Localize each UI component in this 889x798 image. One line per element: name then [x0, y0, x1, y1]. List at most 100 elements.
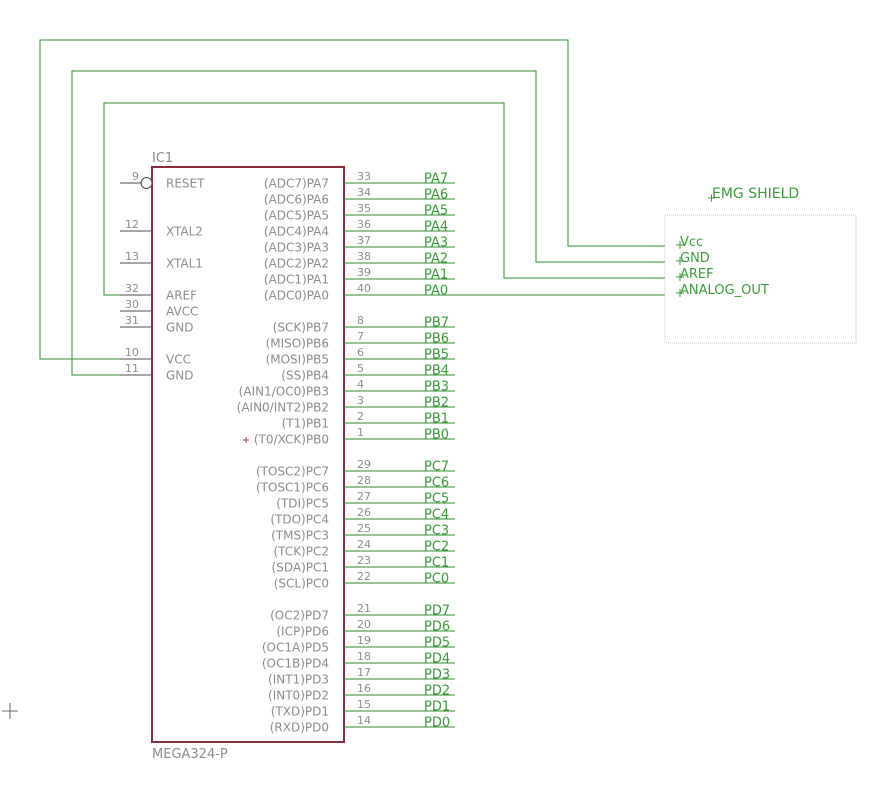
- net-label-pa0[interactable]: PA0: [424, 284, 448, 299]
- net-label-pc5[interactable]: PC5: [424, 492, 449, 507]
- net-label-pd4[interactable]: PD4: [424, 652, 450, 667]
- net-label-pc0[interactable]: PC0: [424, 572, 449, 587]
- wire-gnd[interactable]: [71, 70, 665, 376]
- ic-pin-number: 37: [357, 234, 371, 247]
- net-label-pb7[interactable]: PB7: [424, 316, 449, 331]
- shield-pin-aref-label[interactable]: AREF: [680, 267, 714, 282]
- ic-pin-number: 40: [357, 282, 371, 295]
- net-label-pa2[interactable]: PA2: [424, 252, 448, 267]
- ic-value-label: MEGA324-P: [152, 747, 228, 762]
- net-label-pb5[interactable]: PB5: [424, 348, 449, 363]
- origin-cross-icon: [243, 437, 249, 443]
- wire-aref[interactable]: [103, 102, 665, 296]
- ic-pin-name: (ADC7)PA7: [264, 177, 329, 191]
- shield-pin-analog-out-label[interactable]: ANALOG_OUT: [680, 283, 769, 298]
- ic-pin-number: 5: [357, 362, 364, 375]
- ic-pin-name: GND: [166, 369, 194, 383]
- ic-pin-name: (MISO)PB6: [266, 337, 329, 351]
- ic-pin-number: 17: [357, 666, 371, 679]
- ic-name-label: IC1: [152, 151, 173, 166]
- ic-pin-number: 30: [125, 298, 139, 311]
- net-label-pc1[interactable]: PC1: [424, 556, 449, 571]
- ic-pin-name: (MOSI)PB5: [266, 353, 329, 367]
- shield-pin-gnd-label[interactable]: GND: [680, 251, 710, 266]
- net-label-pd3[interactable]: PD3: [424, 668, 450, 683]
- net-label-pa5[interactable]: PA5: [424, 204, 448, 219]
- ic-pin-number: 29: [357, 458, 371, 471]
- ic-pin-number: 2: [357, 410, 364, 423]
- ic-pin-name: (TOSC2)PC7: [256, 465, 329, 479]
- ic-pin-number: 13: [125, 250, 139, 263]
- ic-pin-number: 33: [357, 170, 371, 183]
- net-label-pb2[interactable]: PB2: [424, 396, 449, 411]
- misc-markers: [2, 437, 249, 719]
- net-label-pa7[interactable]: PA7: [424, 172, 448, 187]
- ic-pin-number: 3: [357, 394, 364, 407]
- ic-body[interactable]: [151, 166, 345, 743]
- net-label-pa4[interactable]: PA4: [424, 220, 448, 235]
- shield-pin-vcc-label[interactable]: Vcc: [680, 235, 703, 250]
- net-label-pb6[interactable]: PB6: [424, 332, 449, 347]
- net-label-pd5[interactable]: PD5: [424, 636, 450, 651]
- ic-pin-number: 20: [357, 618, 371, 631]
- ic-pin-number: 24: [357, 538, 371, 551]
- ic-pin-number: 7: [357, 330, 364, 343]
- net-label-pc6[interactable]: PC6: [424, 476, 449, 491]
- ic-pin-number: 16: [357, 682, 371, 695]
- ic-pin-name: (ICP)PD6: [276, 625, 329, 639]
- net-label-pd6[interactable]: PD6: [424, 620, 450, 635]
- net-label-pb4[interactable]: PB4: [424, 364, 449, 379]
- net-label-pd0[interactable]: PD0: [424, 716, 450, 731]
- ic-pin-name: (INT1)PD3: [268, 673, 329, 687]
- ic-pin-number: 9: [132, 170, 139, 183]
- ic-pin-name: (AIN1/OC0)PB3: [239, 385, 329, 399]
- pin-cross-icon: [676, 273, 684, 281]
- ic-pin-number: 26: [357, 506, 371, 519]
- ic-pin-name: (OC1A)PD5: [262, 641, 329, 655]
- origin-cross-icon: [708, 194, 715, 202]
- net-label-pd1[interactable]: PD1: [424, 700, 450, 715]
- emg-shield-name-label: EMG SHIELD: [712, 186, 799, 202]
- ic-pin-number: 1: [357, 426, 364, 439]
- net-label-pc4[interactable]: PC4: [424, 508, 449, 523]
- ic-pin-name: (INT0)PD2: [268, 689, 329, 703]
- net-label-pb1[interactable]: PB1: [424, 412, 449, 427]
- ic-pin-number: 12: [125, 218, 139, 231]
- ic-pin-name: AVCC: [166, 305, 198, 319]
- net-label-pc3[interactable]: PC3: [424, 524, 449, 539]
- ic-pin-name: (TDO)PC4: [270, 513, 329, 527]
- wire-vcc[interactable]: [39, 39, 665, 360]
- ic-pin-name: (ADC2)PA2: [264, 257, 329, 271]
- ic-pin-name: XTAL2: [166, 225, 203, 239]
- ic-pin-number: 38: [357, 250, 371, 263]
- net-label-pc2[interactable]: PC2: [424, 540, 449, 555]
- ic-pin-name: (TOSC1)PC6: [256, 481, 329, 495]
- ic-pin-name: (ADC3)PA3: [264, 241, 329, 255]
- ic-pin-number: 28: [357, 474, 371, 487]
- net-label-pc7[interactable]: PC7: [424, 460, 449, 475]
- net-label-pb0[interactable]: PB0: [424, 428, 449, 443]
- ic-pin-name: (TMS)PC3: [271, 529, 329, 543]
- emg-shield-body[interactable]: [664, 214, 857, 344]
- net-label-pa3[interactable]: PA3: [424, 236, 448, 251]
- net-label-pb3[interactable]: PB3: [424, 380, 449, 395]
- net-label-pa6[interactable]: PA6: [424, 188, 448, 203]
- ic-pin-name: XTAL1: [166, 257, 203, 271]
- ic-pin-name: (TCK)PC2: [274, 545, 330, 559]
- ic-pin-number: 36: [357, 218, 371, 231]
- ic-pin-name: (SS)PB4: [281, 369, 329, 383]
- ic-pin-number: 27: [357, 490, 371, 503]
- net-label-pd2[interactable]: PD2: [424, 684, 450, 699]
- ic-pin-number: 39: [357, 266, 371, 279]
- ic-pin-number: 32: [125, 282, 139, 295]
- net-label-pa1[interactable]: PA1: [424, 268, 448, 283]
- ic-pin-name: (SDA)PC1: [272, 561, 329, 575]
- ic-pin-number: 22: [357, 570, 371, 583]
- ic-pin-name: (T1)PB1: [282, 417, 329, 431]
- ic-pin-number: 31: [125, 314, 139, 327]
- net-label-pd7[interactable]: PD7: [424, 604, 450, 619]
